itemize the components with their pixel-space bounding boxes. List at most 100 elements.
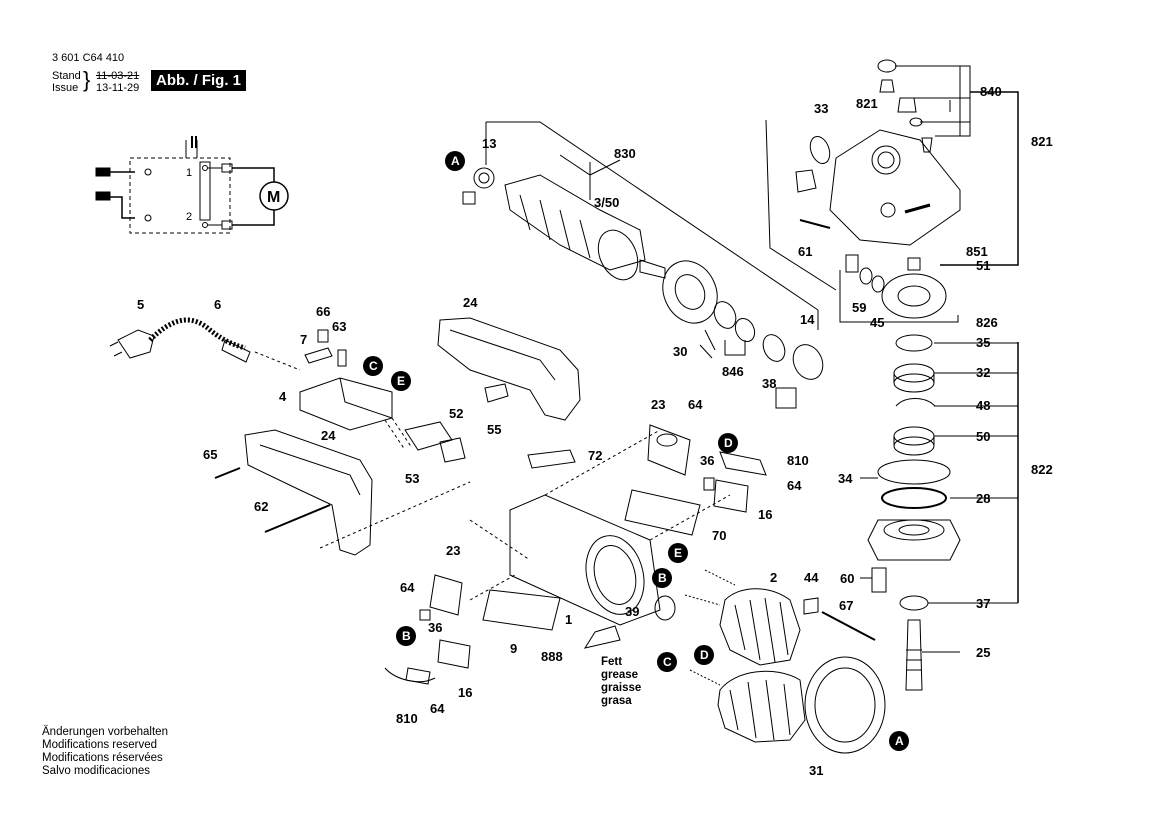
armature-group-bracket-830 bbox=[486, 121, 819, 311]
part-label-14: 14 bbox=[800, 312, 815, 327]
note-de: Änderungen vorbehalten bbox=[42, 726, 168, 738]
handle-upper-rib bbox=[449, 329, 556, 381]
switch-leader bbox=[384, 417, 413, 451]
reference-marker-d-stator: D bbox=[694, 645, 714, 665]
part-label-48: 48 bbox=[976, 398, 990, 413]
part-label-1: 1 bbox=[565, 612, 572, 627]
handle-upper-24 bbox=[437, 317, 581, 421]
part-label-821-group: 821 bbox=[1031, 134, 1053, 149]
suppressor-52 bbox=[404, 421, 453, 451]
part-label-35: 35 bbox=[976, 335, 990, 350]
bearing-32-bottom bbox=[893, 373, 935, 393]
part-label-51: 51 bbox=[976, 258, 990, 273]
part-label-53: 53 bbox=[405, 471, 419, 486]
baffle-30 bbox=[662, 260, 718, 324]
clip-44 bbox=[803, 597, 819, 615]
bearing-flange-bore bbox=[898, 524, 930, 536]
part-label-830: 830 bbox=[614, 146, 636, 161]
screw-61 bbox=[799, 219, 831, 229]
bearing-pad-14 bbox=[775, 387, 797, 409]
fan-39 bbox=[654, 595, 676, 621]
reference-marker-a-armature: A bbox=[445, 151, 465, 171]
part-label-810-bottom: 810 bbox=[396, 711, 418, 726]
baffle-30-inner bbox=[674, 274, 706, 310]
svg-text:E: E bbox=[397, 374, 405, 388]
part-label-28: 28 bbox=[976, 491, 990, 506]
label-72 bbox=[527, 449, 576, 469]
pinion-826 bbox=[845, 254, 859, 273]
plug-terminal-1 bbox=[95, 167, 111, 177]
terminal-block-53 bbox=[439, 437, 466, 463]
brush-holder-23-cap bbox=[656, 433, 678, 447]
lead-e bbox=[704, 569, 736, 586]
part-label-62: 62 bbox=[254, 499, 268, 514]
schematic-dashed-frame bbox=[129, 157, 231, 234]
screw-64-left bbox=[419, 609, 431, 621]
part-label-822: 822 bbox=[1031, 462, 1053, 477]
part-label-44: 44 bbox=[804, 570, 819, 585]
screw-63 bbox=[337, 349, 347, 367]
housing-outline-leader bbox=[765, 119, 837, 291]
grease-de: Fett bbox=[601, 656, 623, 668]
field-assembly-2 bbox=[684, 569, 886, 754]
power-cord-6 bbox=[148, 317, 246, 351]
bearing-flange-822 bbox=[867, 519, 961, 561]
brush-holder-16-bottom bbox=[437, 639, 471, 669]
reference-marker-b-field: B bbox=[652, 568, 672, 588]
note-es: Salvo modificaciones bbox=[42, 765, 151, 777]
nut-45 bbox=[871, 275, 885, 293]
bevel-gear-826 bbox=[881, 273, 947, 319]
cord-sleeve bbox=[221, 339, 251, 363]
part-label-59: 59 bbox=[852, 300, 866, 315]
armature-body bbox=[504, 174, 646, 271]
stand-date: 11-03-21 bbox=[96, 70, 140, 82]
cord-switch-assembly bbox=[109, 317, 466, 463]
spring-851 bbox=[907, 257, 921, 271]
ring-846 bbox=[734, 317, 756, 343]
spring-840 bbox=[879, 79, 895, 93]
motor-housing-opening bbox=[585, 535, 645, 615]
brush-holder-23-bottom bbox=[429, 574, 463, 616]
part-label-16-top: 16 bbox=[758, 507, 772, 522]
part-label-3-50: 3/50 bbox=[594, 195, 619, 210]
reference-marker-c-stator: C bbox=[657, 652, 677, 672]
svg-text:B: B bbox=[402, 629, 411, 643]
field-coil-windings bbox=[734, 597, 789, 663]
reference-marker-b-brush: B bbox=[396, 626, 416, 646]
document-number: 3 601 C64 410 bbox=[52, 52, 125, 64]
terminal-2 bbox=[144, 214, 152, 222]
brush-holder-23-top bbox=[647, 424, 691, 476]
button-840-cap bbox=[877, 59, 897, 73]
part-label-60: 60 bbox=[840, 571, 854, 586]
screw-65 bbox=[214, 467, 241, 479]
switch-contact-1 bbox=[202, 165, 208, 171]
svg-text:D: D bbox=[724, 436, 733, 450]
motor-leads bbox=[232, 167, 275, 226]
pad-33 bbox=[795, 169, 817, 193]
brush-36-top bbox=[703, 477, 715, 491]
lead-b bbox=[684, 594, 721, 606]
screw-62 bbox=[264, 504, 331, 533]
motor-leaders bbox=[544, 429, 731, 541]
part-label-13: 13 bbox=[482, 136, 496, 151]
bearing-38 bbox=[762, 334, 786, 362]
grease-note: Fett grease graisse grasa bbox=[601, 656, 641, 708]
part-label-846: 846 bbox=[722, 364, 744, 379]
modification-notes: Änderungen vorbehalten Modifications res… bbox=[42, 726, 168, 778]
stator-windings bbox=[729, 679, 791, 741]
bearing-32 bbox=[893, 363, 935, 383]
washer-846 bbox=[713, 301, 737, 329]
part-label-6: 6 bbox=[214, 297, 221, 312]
spring-30 bbox=[699, 329, 716, 359]
grease-en: grease bbox=[601, 669, 639, 681]
spindle-25 bbox=[905, 619, 923, 691]
part-label-38: 38 bbox=[762, 376, 776, 391]
terminal-1 bbox=[144, 168, 152, 176]
motor-leaders-2 bbox=[469, 519, 531, 601]
part-label-36-bottom: 36 bbox=[428, 620, 442, 635]
grease-es: grasa bbox=[601, 695, 632, 707]
carbon-brush-810-top bbox=[719, 451, 767, 476]
part-label-810-top: 810 bbox=[787, 453, 809, 468]
bearing-13-pad bbox=[462, 191, 476, 205]
